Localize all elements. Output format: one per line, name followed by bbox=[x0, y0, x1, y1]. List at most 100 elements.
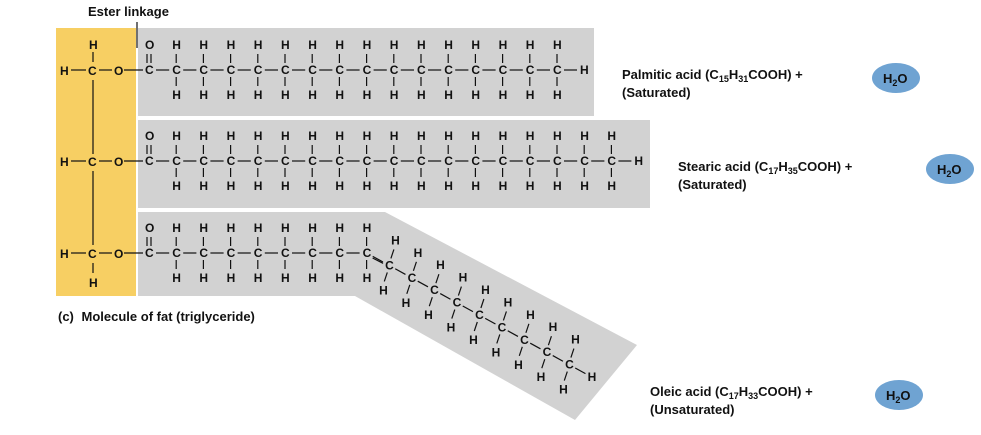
chain2-hydrogen-bond bbox=[525, 323, 530, 333]
chain2-hydrogen: H bbox=[172, 221, 181, 235]
chain1-carbon: C bbox=[580, 154, 589, 168]
chain2-carbon: C bbox=[281, 246, 290, 260]
chain2-carbon-bond bbox=[439, 293, 451, 300]
chain1-carbon: C bbox=[254, 154, 263, 168]
oleic-type: (Unsaturated) bbox=[650, 402, 735, 417]
glycerol-h-bottom: H bbox=[89, 276, 98, 290]
chain2-hydrogen: H bbox=[514, 358, 523, 372]
chain1-hydrogen: H bbox=[553, 179, 562, 193]
chain2-double-bond bbox=[372, 257, 384, 264]
chain1-hydrogen: H bbox=[499, 129, 508, 143]
chain0-hydrogen: H bbox=[471, 38, 480, 52]
chain0-hydrogen: H bbox=[227, 88, 236, 102]
chain0-hydrogen: H bbox=[172, 38, 181, 52]
chain2-hydrogen: H bbox=[447, 321, 456, 335]
chain1-hydrogen: H bbox=[308, 179, 317, 193]
chain1-carbon: C bbox=[553, 154, 562, 168]
palmitic-water-ellipse bbox=[872, 63, 920, 93]
chain2-hydrogen-bond bbox=[570, 348, 575, 358]
chain2-hydrogen: H bbox=[335, 271, 344, 285]
chain2-hydrogen: H bbox=[363, 271, 372, 285]
chain0-hydrogen: H bbox=[281, 88, 290, 102]
chain1-hydrogen: H bbox=[335, 179, 344, 193]
chain2-terminal-hydrogen: H bbox=[588, 370, 597, 384]
chain1-carbon: C bbox=[607, 154, 616, 168]
chain2-hydrogen: H bbox=[504, 295, 513, 309]
palmitic-band bbox=[138, 28, 594, 116]
chain1-carbon: C bbox=[471, 154, 480, 168]
chain1-hydrogen: H bbox=[607, 179, 616, 193]
chain2-carbon: C bbox=[475, 308, 484, 322]
palmitic-type: (Saturated) bbox=[622, 85, 691, 100]
chain0-hydrogen: H bbox=[526, 38, 535, 52]
chain2-carbon: C bbox=[363, 246, 372, 260]
glycerol-o-3: O bbox=[114, 247, 123, 261]
oleic-band bbox=[138, 212, 637, 420]
chain2-hydrogen: H bbox=[281, 271, 290, 285]
chain1-carbonyl-oxygen: O bbox=[145, 129, 154, 143]
chain2-hydrogen: H bbox=[459, 271, 468, 285]
chain0-hydrogen: H bbox=[199, 38, 208, 52]
caption-text: Molecule of fat (triglyceride) bbox=[82, 309, 255, 324]
chain2-hydrogen: H bbox=[308, 221, 317, 235]
chain1-hydrogen: H bbox=[471, 179, 480, 193]
chain1-carbon: C bbox=[417, 154, 426, 168]
chain0-carbon: C bbox=[227, 63, 236, 77]
chain1-hydrogen: H bbox=[199, 129, 208, 143]
oleic-name: Oleic acid (C17H33COOH) + bbox=[650, 384, 813, 401]
chain2-hydrogen: H bbox=[172, 271, 181, 285]
chain2-carbon-bond bbox=[484, 317, 496, 325]
chain0-hydrogen: H bbox=[390, 38, 399, 52]
chain0-hydrogen: H bbox=[335, 38, 344, 52]
glycerol-c-2: C bbox=[88, 155, 97, 169]
chain0-hydrogen: H bbox=[471, 88, 480, 102]
chain2-hydrogen: H bbox=[281, 221, 290, 235]
chain1-carbon: C bbox=[444, 154, 453, 168]
chain2-hydrogen-bond bbox=[518, 346, 523, 356]
chain1-hydrogen: H bbox=[417, 179, 426, 193]
chain2-hydrogen: H bbox=[199, 221, 208, 235]
chain2-hydrogen: H bbox=[335, 221, 344, 235]
chain1-hydrogen: H bbox=[526, 129, 535, 143]
chain2-carbon: C bbox=[199, 246, 208, 260]
chain0-hydrogen: H bbox=[254, 38, 263, 52]
chain2-hydrogen-bond bbox=[473, 321, 478, 332]
chain2-hydrogen-bond bbox=[502, 311, 507, 321]
chain2-carbon-bond bbox=[462, 305, 474, 313]
chain0-terminal-hydrogen: H bbox=[580, 63, 589, 77]
chain2-hydrogen-bond bbox=[412, 261, 417, 271]
chain1-carbon: C bbox=[199, 154, 208, 168]
chain2-hydrogen-bond bbox=[435, 274, 440, 284]
chain1-carbon: C bbox=[308, 154, 317, 168]
chain2-carbon: C bbox=[335, 246, 344, 260]
chain0-carbon: C bbox=[471, 63, 480, 77]
chain2-carbon-bond bbox=[507, 330, 519, 337]
chain2-carbon: C bbox=[565, 358, 574, 372]
glycerol-c-1: C bbox=[88, 64, 97, 78]
chain0-hydrogen: H bbox=[308, 88, 317, 102]
chain0-hydrogen: H bbox=[390, 88, 399, 102]
chain2-hydrogen: H bbox=[199, 271, 208, 285]
chain2-hydrogen-bond bbox=[563, 371, 568, 381]
chain0-hydrogen: H bbox=[499, 38, 508, 52]
chain1-hydrogen: H bbox=[281, 129, 290, 143]
chain0-hydrogen: H bbox=[444, 88, 453, 102]
chain2-hydrogen: H bbox=[254, 221, 263, 235]
chain2-hydrogen: H bbox=[363, 221, 372, 235]
palmitic-label-group: Palmitic acid (C15H31COOH) + (Saturated)… bbox=[622, 63, 920, 100]
chain0-carbon: C bbox=[254, 63, 263, 77]
chain0-carbonyl-oxygen: O bbox=[145, 38, 154, 52]
chain0-carbon: C bbox=[526, 63, 535, 77]
chain1-hydrogen: H bbox=[227, 129, 236, 143]
glycerol-h-left-1: H bbox=[60, 64, 69, 78]
palmitic-water: H2O bbox=[883, 71, 908, 88]
chain0-hydrogen: H bbox=[444, 38, 453, 52]
chain1-hydrogen: H bbox=[607, 129, 616, 143]
chain1-hydrogen: H bbox=[308, 129, 317, 143]
chain2-hydrogen: H bbox=[526, 308, 535, 322]
chain2-carbon: C bbox=[408, 271, 417, 285]
chain2-hydrogen-bond bbox=[390, 249, 395, 259]
chain2-carbon: C bbox=[385, 258, 394, 272]
chain2-hydrogen-bond bbox=[496, 334, 501, 344]
chain0-hydrogen: H bbox=[308, 38, 317, 52]
